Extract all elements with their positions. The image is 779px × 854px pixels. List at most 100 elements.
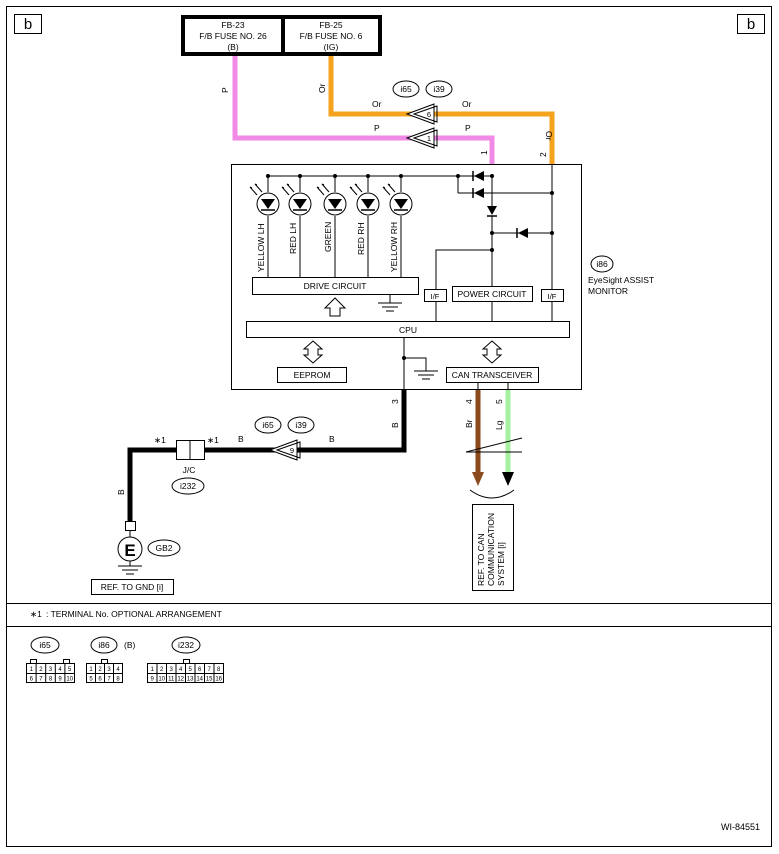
fuse-1-supply: (B)	[227, 42, 239, 52]
if-right-label: I/F	[548, 292, 557, 301]
i232-pin-14: 14	[196, 677, 203, 683]
lower-connector: i65 i39 9	[254, 416, 315, 461]
led-label-green: GREEN	[323, 222, 333, 252]
orange-wire-path	[328, 54, 555, 165]
i232-pin-4: 4	[179, 667, 183, 673]
cpu-ground-symbol	[402, 338, 438, 389]
eeprom-arrow	[302, 340, 324, 364]
i232-pin-13: 13	[187, 677, 194, 683]
can-arrow	[481, 340, 503, 364]
module-connector-badge	[590, 255, 614, 273]
jc-star-left: ∗1	[154, 435, 166, 445]
can-ref-line1: REF. TO CAN	[476, 533, 486, 586]
led-label-red-rh: RED RH	[356, 222, 366, 255]
upper-connector-pin-6: 6	[427, 110, 431, 119]
lower-connector-i65: i65	[262, 420, 274, 430]
orange-wire-label-left: Or	[372, 99, 382, 109]
fuse-box: FB-23 F/B FUSE NO. 26 (B) FB-25 F/B FUSE…	[181, 15, 382, 56]
connector-view-i232: i232 1 2 3 4 5 6 7 8 9 10 11 12 13 14 15…	[147, 636, 224, 683]
power-circuit-label: POWER CIRCUIT	[458, 289, 527, 299]
i232-pin-9: 9	[151, 677, 155, 683]
led-red-rh: RED RH	[349, 174, 380, 277]
ground-point-id: GB2	[155, 543, 172, 553]
black-wire-label-vertical: B	[390, 422, 400, 428]
i232-pin-6: 6	[198, 667, 202, 673]
footnote-star: ∗1	[30, 609, 42, 619]
ground-reference: REF. TO GND [i]	[101, 582, 164, 592]
i86-pin-1: 1	[89, 667, 93, 673]
if-left-block	[424, 289, 447, 302]
module-pin-2: 2	[538, 152, 548, 157]
module-name-line2: MONITOR	[588, 286, 628, 296]
i86-pin-7: 7	[107, 677, 111, 683]
connector-view-i86: i86 (B) 1 2 3 4 5 6 7 8	[86, 636, 136, 683]
module-connector-id: i86	[596, 259, 608, 269]
upper-connector-i65: i65	[400, 84, 412, 94]
connector-view-i232-label: i232	[178, 640, 194, 650]
connector-view-i65: i65 1 2 3 4 5 6 7 8 9 10	[26, 636, 75, 683]
cpu-label: CPU	[399, 325, 417, 335]
twisted-pair-mark	[465, 437, 523, 453]
i65-pin-1: 1	[30, 667, 34, 673]
black-wire-left	[127, 447, 176, 522]
corner-tag-left-label: b	[24, 16, 32, 33]
jc-connector-id: i232	[180, 481, 196, 491]
i65-pin-5: 5	[68, 667, 72, 673]
can-ref-line3: SYSTEM [i]	[496, 542, 506, 586]
module-pin-1: 1	[479, 150, 489, 155]
corner-tag-right: b	[737, 14, 765, 34]
black-ground-wire	[127, 389, 407, 522]
orange-wire-label-right: Or	[462, 99, 472, 109]
i232-pin-5: 5	[189, 667, 193, 673]
diode-network	[435, 165, 554, 321]
i232-pin-11: 11	[168, 677, 175, 683]
i232-pin-1: 1	[151, 667, 155, 673]
i232-pin-15: 15	[206, 677, 213, 683]
i86-pin-4: 4	[116, 667, 120, 673]
i232-pin-16: 16	[215, 677, 222, 683]
i232-pin-2: 2	[160, 667, 164, 673]
diagram-id: WI-84551	[721, 822, 760, 832]
i232-pin-3: 3	[170, 667, 174, 673]
eyesight-assist-monitor: 1 2 3 4 5 i86 EyeSight ASSIST MONITOR YE…	[231, 150, 654, 404]
power-circuit-block	[452, 286, 533, 302]
led-label-yellow-rh: YELLOW RH	[389, 222, 399, 272]
drive-arrow-up	[323, 297, 347, 317]
footnote-text: : TERMINAL No. OPTIONAL ARRANGEMENT	[46, 609, 222, 619]
if-left-label: I/F	[431, 292, 440, 301]
pink-wire-label-vertical: P	[220, 87, 230, 93]
orange-wire-label-riser: Or	[544, 131, 554, 141]
i86-pin-5: 5	[89, 677, 93, 683]
corner-tag-left: b	[14, 14, 42, 34]
upper-connector-i39: i39	[433, 84, 445, 94]
drive-circuit-label: DRIVE CIRCUIT	[304, 281, 367, 291]
diagram-frame	[6, 6, 772, 847]
drive-circuit-block	[252, 277, 419, 295]
if-right-block	[541, 289, 564, 302]
can-bundle-arc	[469, 489, 515, 499]
fuse-1-name: F/B FUSE NO. 26	[199, 31, 267, 41]
black-wire-label-jc-right: B	[238, 434, 244, 444]
jc-star-right: ∗1	[207, 435, 219, 445]
led-label-red-lh: RED LH	[288, 223, 298, 254]
orange-wire-label-vertical: Or	[317, 83, 327, 93]
led-label-yellow-lh: YELLOW LH	[256, 223, 266, 272]
brown-wire-arrow	[472, 472, 484, 486]
light-green-wire-arrow	[502, 472, 514, 486]
lower-connector-pin-9: 9	[290, 446, 294, 455]
lower-connector-i39: i39	[295, 420, 307, 430]
i65-pin-4: 4	[58, 667, 62, 673]
led-array: YELLOW LH RED LH	[249, 174, 413, 277]
fuse-2-name: F/B FUSE NO. 6	[300, 31, 363, 41]
i65-pin-3: 3	[49, 667, 53, 673]
black-wire-label-down: B	[116, 489, 126, 495]
fuse-1-id: FB-23	[221, 20, 244, 30]
i232-pin-12: 12	[177, 677, 184, 683]
pink-wire-label-left: P	[374, 123, 380, 133]
black-wire-label-connector: B	[329, 434, 335, 444]
light-green-wire-label: Lg	[494, 420, 504, 430]
jc-label: J/C	[183, 465, 196, 475]
connector-view-i86-label: i86	[98, 640, 110, 650]
